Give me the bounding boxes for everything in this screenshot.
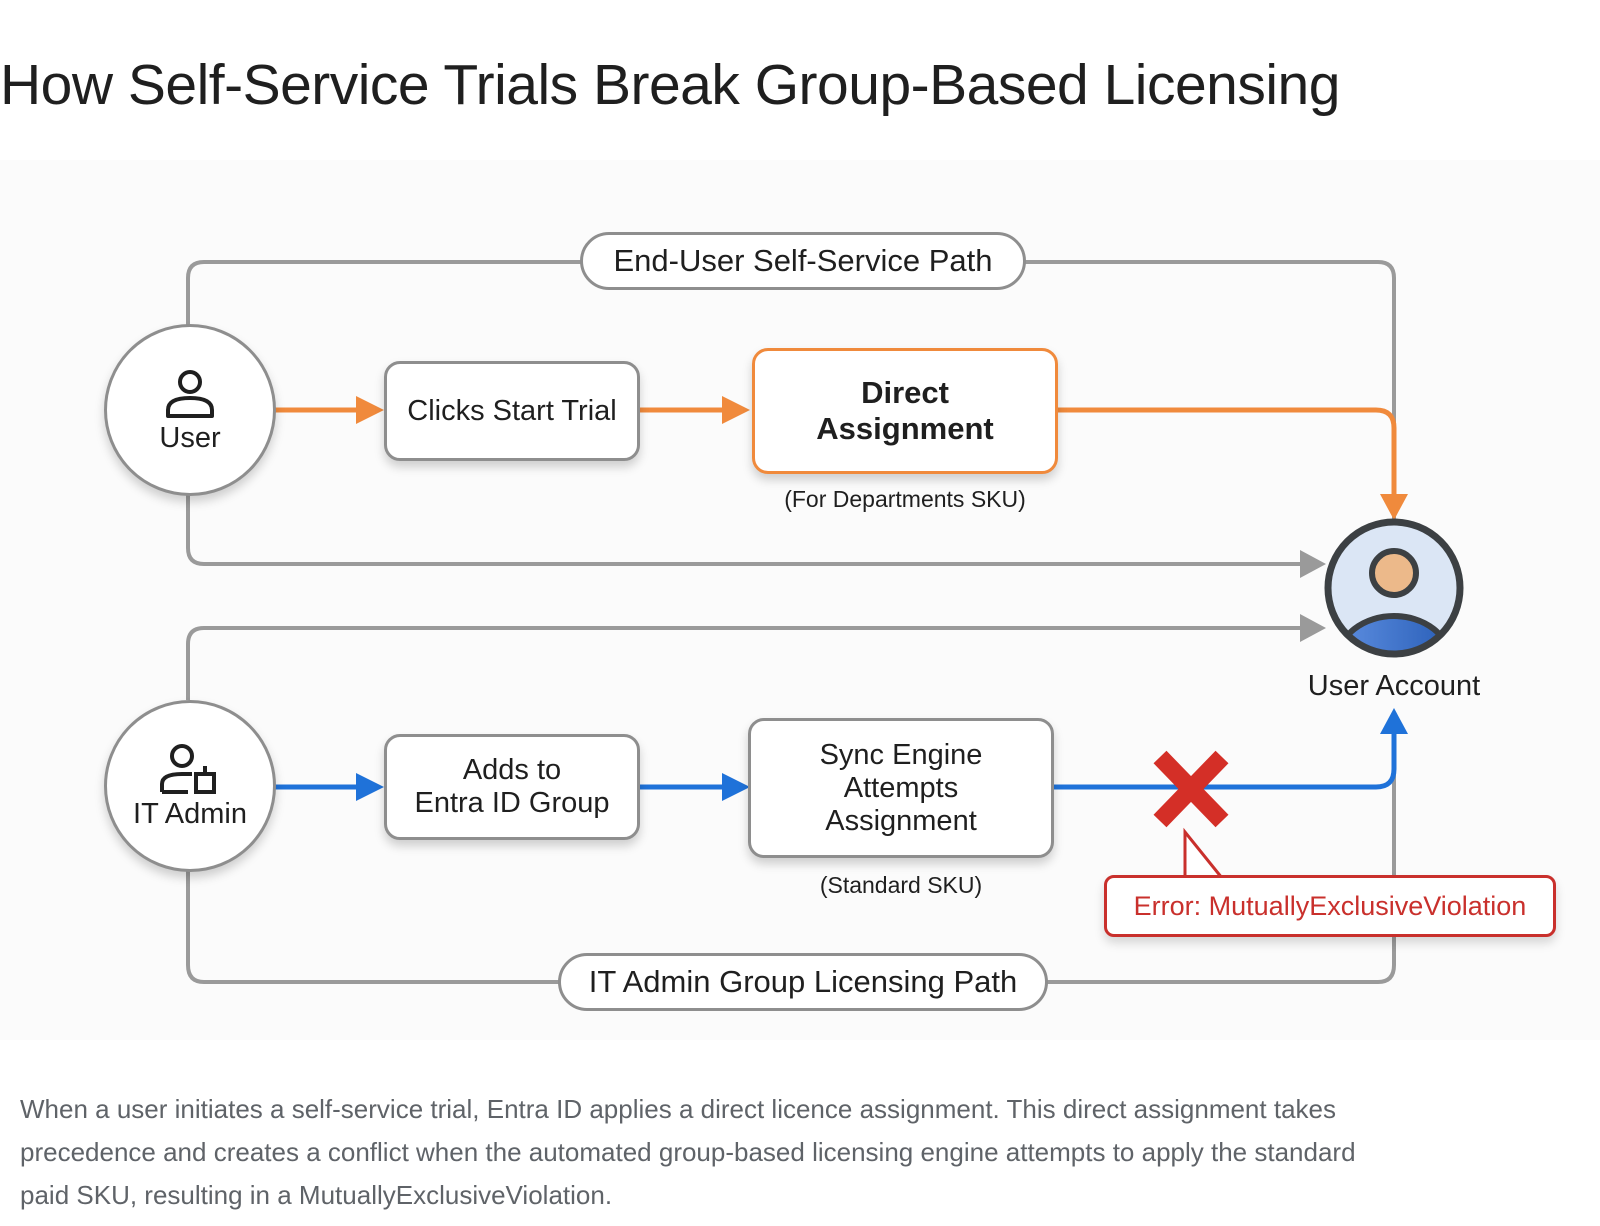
error-callout: Error: MutuallyExclusiveViolation (1104, 875, 1556, 937)
description-line-1: When a user initiates a self-service tri… (20, 1094, 1336, 1124)
sync-engine-line-3: Assignment (825, 804, 977, 837)
admin-badge-icon (160, 743, 216, 794)
blue-arrowhead-2 (722, 773, 750, 801)
user-node-label: User (159, 421, 221, 454)
user-account-label: User Account (1307, 670, 1481, 702)
direct-assignment-caption: (For Departments SKU) (784, 486, 1026, 512)
orange-arrowhead-1 (356, 396, 384, 424)
x-icon (1153, 750, 1229, 828)
self-service-path-label: End-User Self-Service Path (580, 232, 1026, 290)
orange-arrowhead-2 (722, 396, 750, 424)
direct-assignment-box: Direct Assignment (752, 348, 1058, 474)
admin-to-account-line (186, 626, 1304, 700)
sync-engine-line-2: Attempts (843, 771, 959, 804)
orange-arrow-3 (1056, 407, 1397, 498)
sync-engine-caption: (Standard SKU) (819, 872, 983, 898)
group-licensing-path-label: IT Admin Group Licensing Path (558, 953, 1048, 1011)
sync-engine-box: Sync Engine Attempts Assignment (748, 718, 1054, 858)
orange-arrowhead-3 (1380, 494, 1408, 520)
adds-to-group-line-1: Adds to (462, 754, 562, 786)
page-title: How Self-Service Trials Break Group-Base… (0, 53, 1340, 117)
user-icon (166, 369, 214, 418)
clicks-start-trial-label: Clicks Start Trial (407, 394, 617, 427)
clicks-start-trial-box: Clicks Start Trial (384, 361, 640, 461)
user-to-account-line (186, 495, 1304, 566)
adds-to-group-box: Adds to Entra ID Group (384, 734, 640, 840)
direct-assignment-line-2: Assignment (816, 411, 994, 446)
group-licensing-path-text: IT Admin Group Licensing Path (588, 964, 1018, 999)
error-callout-tail (1183, 827, 1224, 879)
it-admin-node: IT Admin (104, 700, 276, 872)
gray-arrowhead-1 (1300, 550, 1326, 578)
description-line-2: precedence and creates a conflict when t… (20, 1137, 1356, 1167)
blue-arrowhead-3 (1380, 708, 1408, 734)
error-callout-text: Error: MutuallyExclusiveViolation (1133, 890, 1527, 921)
it-admin-node-label: IT Admin (133, 797, 247, 830)
user-account-icon (1324, 518, 1464, 658)
adds-to-group-line-2: Entra ID Group (414, 787, 610, 819)
description-line-3: paid SKU, resulting in a MutuallyExclusi… (20, 1180, 613, 1210)
direct-assignment-line-1: Direct (861, 375, 949, 410)
blue-arrowhead-1 (356, 773, 384, 801)
sync-engine-line-1: Sync Engine (819, 738, 983, 771)
diagram-description: When a user initiates a self-service tri… (20, 1088, 1580, 1217)
blue-arrow-3 (1054, 730, 1397, 790)
gray-arrowhead-2 (1300, 614, 1326, 642)
self-service-path-text: End-User Self-Service Path (613, 243, 993, 278)
user-node: User (104, 324, 276, 496)
